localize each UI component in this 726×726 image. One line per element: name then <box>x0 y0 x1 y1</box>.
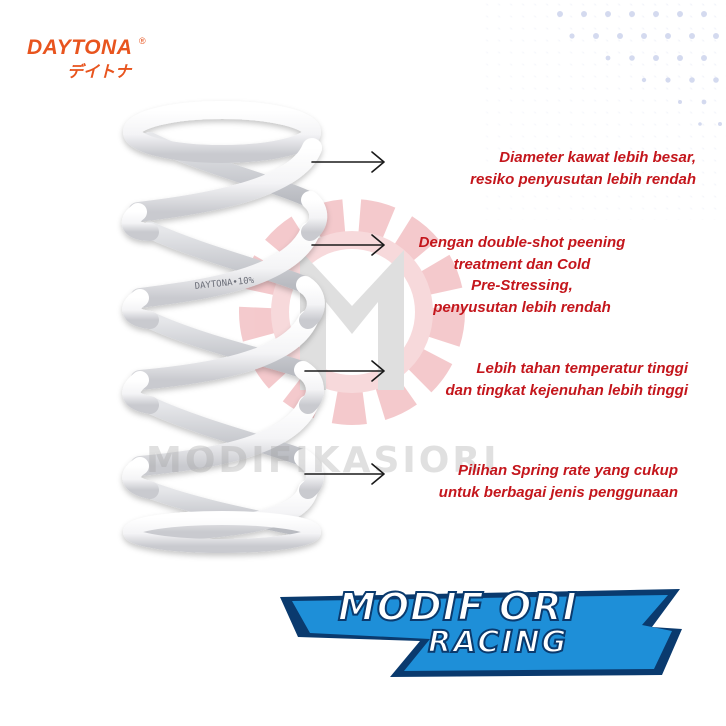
logo-registered-mark: ® <box>139 36 146 46</box>
arrow-icon <box>311 234 385 256</box>
callout-line: penyusutan lebih rendah <box>433 298 611 316</box>
brand-swoosh-shape <box>280 589 682 677</box>
callout-line: dan tingkat kejenuhan lebih tinggi <box>445 381 688 399</box>
arrow-icon <box>304 463 385 485</box>
arrow-icon <box>311 151 385 173</box>
logo-katakana-text: デイトナ <box>67 62 132 81</box>
logo-brand-text: DAYTONA <box>27 36 133 59</box>
callout-line: untuk berbagai jenis penggunaan <box>438 483 678 501</box>
arrow-icon <box>304 360 385 382</box>
callout-line: treatment dan Cold <box>453 255 591 273</box>
callout-line: Pre-Stressing, <box>471 277 573 294</box>
brand-line-1: MODIF ORI <box>337 584 578 630</box>
callout-peening-treatment: Dengan double-shot peening treatment dan… <box>362 232 682 318</box>
callout-line: Pilihan Spring rate yang cukup <box>457 462 678 479</box>
callout-line: Lebih tahan temperatur tinggi <box>476 360 688 377</box>
callout-line: Dengan double-shot peening <box>418 234 626 251</box>
callout-line: resiko penyusutan lebih rendah <box>470 170 696 188</box>
callout-wire-diameter: Diameter kawat lebih besar, resiko penyu… <box>366 147 696 190</box>
callout-spring-rate: Pilihan Spring rate yang cukup untuk ber… <box>358 460 678 503</box>
callout-temperature-resistance: Lebih tahan temperatur tinggi dan tingka… <box>358 358 688 401</box>
modif-ori-racing-logo: MODIF ORI RACING <box>280 584 700 685</box>
daytona-logo: DAYTONA ® デイトナ <box>27 36 157 81</box>
callout-line: Diameter kawat lebih besar, <box>499 149 696 166</box>
brand-line-2: RACING <box>427 624 569 661</box>
